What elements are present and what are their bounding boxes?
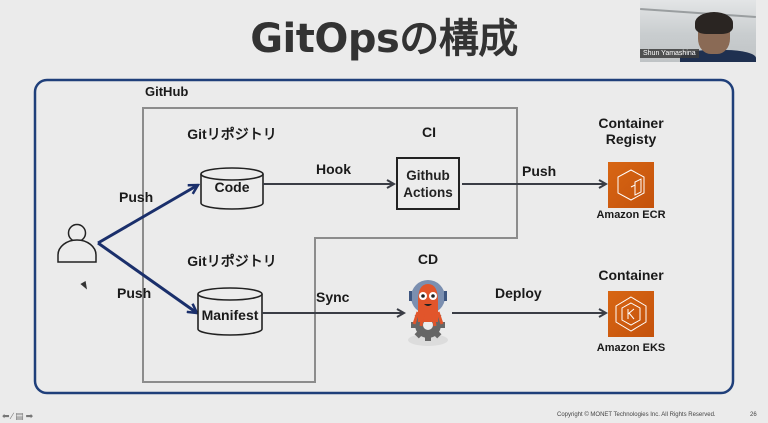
webcam-video-tile[interactable]: Shun Yamashina	[640, 0, 756, 62]
repository-zone-outline	[142, 107, 518, 383]
ci-section-label: CI	[422, 124, 436, 140]
manifest-repo-label: Manifest	[201, 307, 259, 323]
push-arrow-manifest	[97, 241, 197, 313]
push-ecr-label: Push	[522, 163, 557, 179]
pen-icon[interactable]: ∕	[11, 410, 14, 421]
amazon-ecr-glyph	[617, 169, 645, 201]
github-actions-line1: Github	[406, 167, 450, 183]
presentation-nav-controls: ⬅ ∕ ▤ ➡	[2, 411, 33, 421]
registry-heading-line2: Registy	[605, 131, 657, 147]
participant-name-label: Shun Yamashina	[640, 49, 699, 58]
code-repository-cylinder	[200, 167, 264, 210]
slide-title: GitOpsの構成	[250, 16, 518, 62]
cd-section-label: CD	[417, 251, 439, 267]
push-manifest-label: Push	[117, 285, 152, 301]
manifest-repository-cylinder	[197, 287, 263, 336]
deploy-label: Deploy	[495, 285, 542, 301]
github-boundary	[33, 78, 735, 395]
menu-icon[interactable]: ▤	[15, 410, 24, 421]
push-arrow-code	[97, 183, 198, 245]
user-icon	[57, 223, 97, 263]
github-actions-line2: Actions	[403, 184, 453, 200]
argo-cd-icon	[408, 280, 448, 346]
next-arrow-icon[interactable]: ➡	[25, 410, 34, 421]
sync-label: Sync	[316, 289, 350, 305]
push-code-label: Push	[119, 189, 154, 205]
amazon-ecr-caption: Amazon ECR	[596, 209, 666, 221]
code-repo-section-label: Gitリポジトリ	[187, 126, 277, 142]
amazon-eks-glyph	[615, 296, 647, 332]
page-number: 26	[750, 412, 757, 418]
presenter-body	[680, 50, 756, 62]
amazon-eks-caption: Amazon EKS	[596, 342, 666, 354]
copyright-text: Copyright © MONET Technologies Inc. All …	[557, 412, 716, 418]
presenter-hair	[695, 12, 733, 34]
hook-label: Hook	[316, 161, 351, 177]
manifest-repo-section-label: Gitリポジトリ	[187, 253, 277, 269]
registry-heading-line1: Container	[598, 115, 664, 131]
github-label: GitHub	[145, 84, 189, 99]
container-heading: Container	[598, 267, 664, 283]
previous-arrow-icon[interactable]: ⬅	[2, 410, 10, 421]
code-repo-label: Code	[214, 179, 250, 195]
